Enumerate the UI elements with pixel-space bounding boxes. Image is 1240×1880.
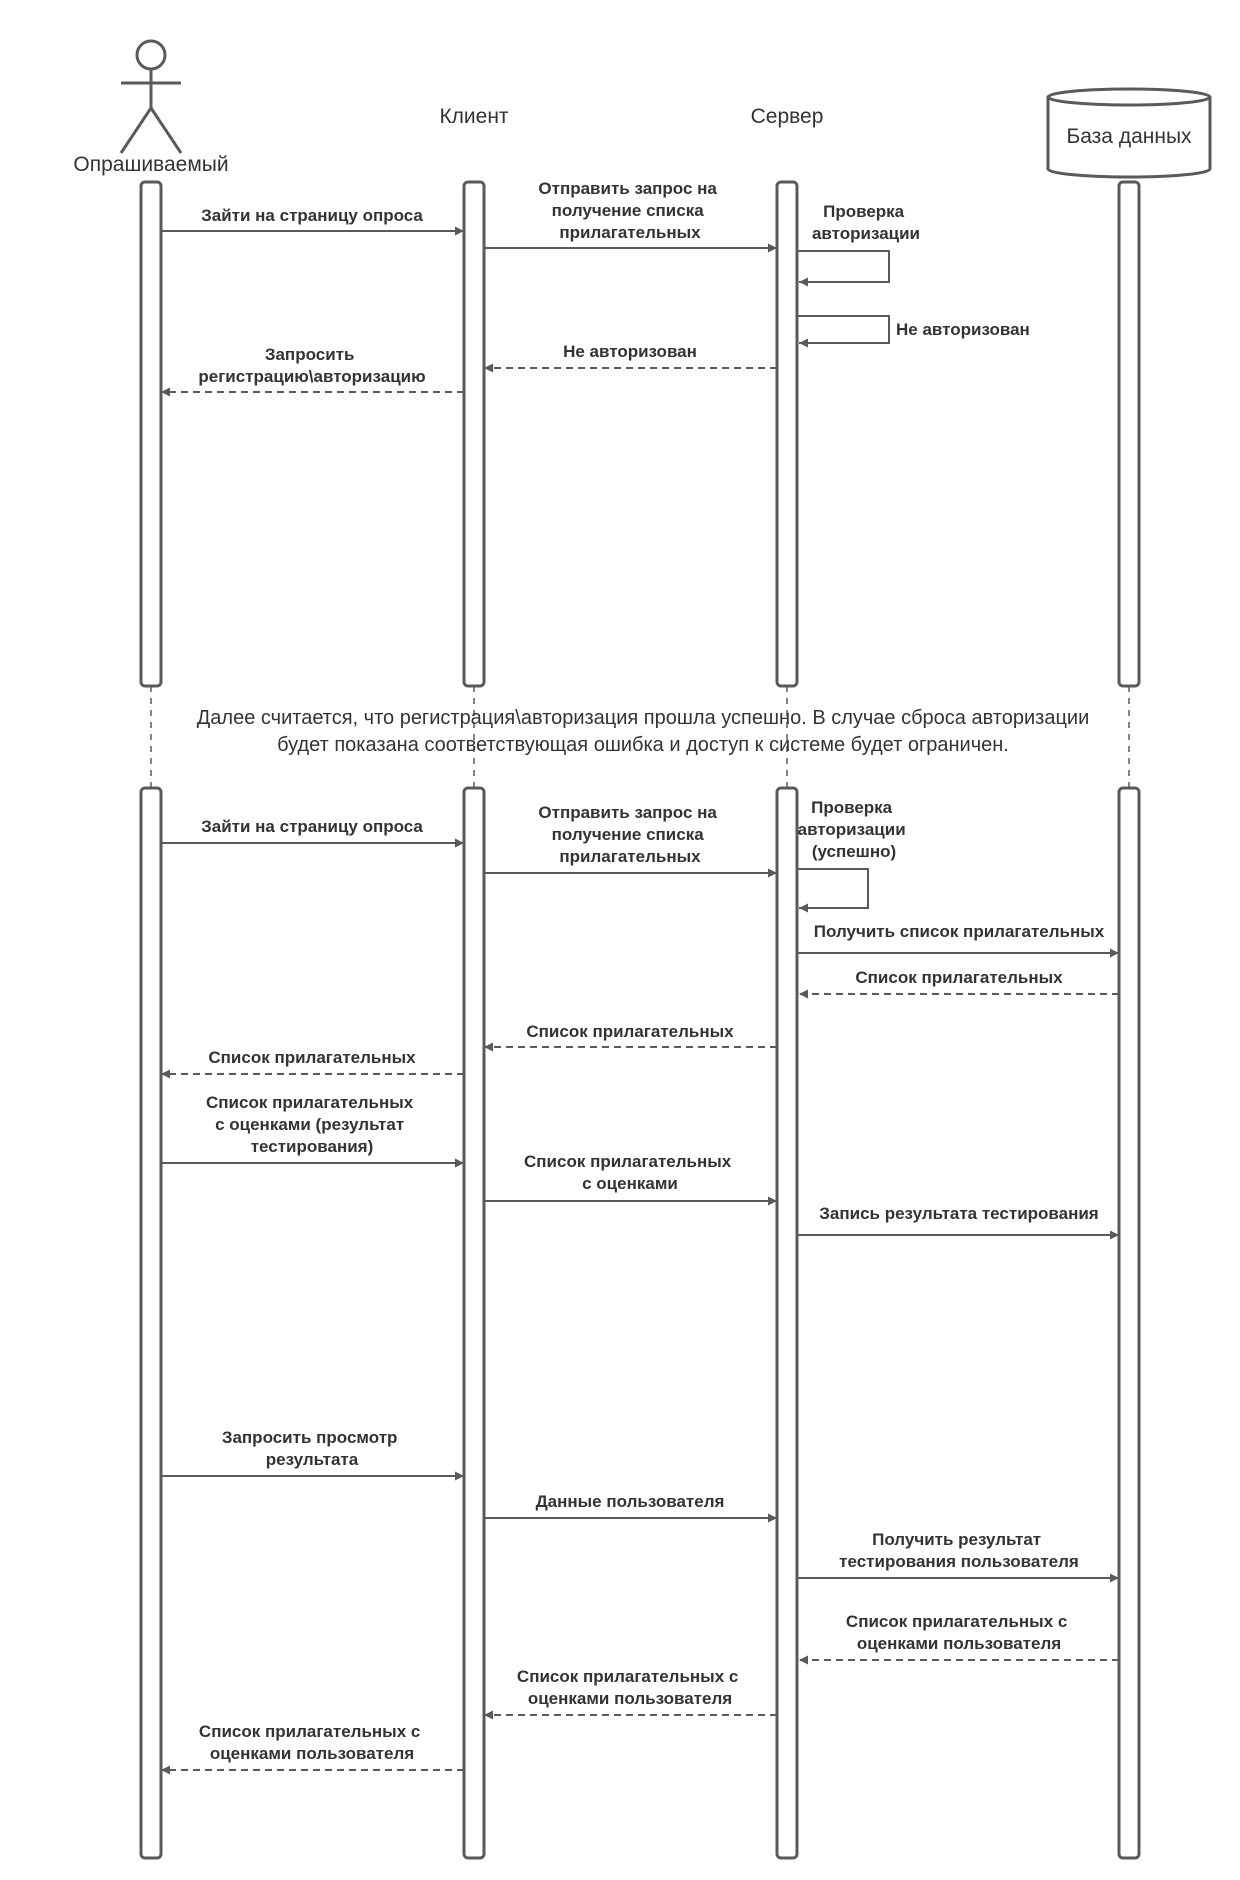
message-2-label: Проверка авторизации bbox=[812, 202, 920, 243]
message-13-label: Список прилагательных с оценками (резуль… bbox=[206, 1093, 418, 1156]
message-17-label: Данные пользователя bbox=[536, 1492, 725, 1511]
message-11: Список прилагательных bbox=[484, 1022, 777, 1052]
participant-server-label: Сервер bbox=[751, 105, 824, 128]
message-7: Отправить запрос на получение списка при… bbox=[484, 803, 777, 878]
participant-client-label: Клиент bbox=[439, 105, 508, 128]
message-3-label: Не авторизован bbox=[896, 320, 1030, 339]
activation-bar-actor-2 bbox=[139, 786, 163, 1860]
message-8: Проверка авторизации (успешно) bbox=[797, 798, 911, 913]
message-20: Список прилагательных с оценками пользов… bbox=[484, 1667, 777, 1720]
activation-bar-database-2 bbox=[1117, 786, 1141, 1860]
message-21-label: Список прилагательных с оценками пользов… bbox=[199, 1722, 425, 1763]
activation-bar-server-2 bbox=[775, 786, 799, 1860]
message-19-label: Список прилагательных с оценками пользов… bbox=[846, 1612, 1072, 1653]
message-15: Запись результата тестирования bbox=[797, 1204, 1119, 1240]
message-10: Список прилагательных bbox=[799, 968, 1119, 999]
message-9: Получить список прилагательных bbox=[797, 922, 1119, 958]
message-18-label: Получить результат тестирования пользова… bbox=[839, 1530, 1079, 1571]
participant-actor-label: Опрашиваемый bbox=[73, 153, 228, 176]
message-13: Список прилагательных с оценками (резуль… bbox=[161, 1093, 464, 1168]
message-5: Запросить регистрацию\авторизацию bbox=[161, 345, 464, 397]
activation-bar-actor-1 bbox=[139, 180, 163, 688]
message-1-label: Отправить запрос на получение списка при… bbox=[538, 179, 721, 242]
activation-bar-database-1 bbox=[1117, 180, 1141, 688]
message-0-label: Зайти на страницу опроса bbox=[201, 206, 423, 225]
activation-bar-client-2 bbox=[462, 786, 486, 1860]
message-16: Запросить просмотр результата bbox=[161, 1428, 464, 1481]
participant-database-label: База данных bbox=[1066, 125, 1192, 148]
stick-figure-actor-icon bbox=[119, 39, 183, 154]
message-11-label: Список прилагательных bbox=[526, 1022, 734, 1041]
message-3: Не авторизован bbox=[797, 315, 1030, 348]
message-14-label: Список прилагательных с оценками bbox=[524, 1152, 736, 1193]
message-7-label: Отправить запрос на получение списка при… bbox=[538, 803, 721, 866]
message-1: Отправить запрос на получение списка при… bbox=[484, 179, 777, 253]
messages-group: Зайти на страницу опроса Отправить запро… bbox=[161, 179, 1119, 1775]
message-0: Зайти на страницу опроса bbox=[161, 206, 464, 236]
activation-bar-client-1 bbox=[462, 180, 486, 688]
message-18: Получить результат тестирования пользова… bbox=[797, 1530, 1119, 1583]
message-5-label: Запросить регистрацию\авторизацию bbox=[198, 345, 425, 386]
note-line-2: будет показана соответствующая ошибка и … bbox=[277, 734, 1009, 756]
message-21: Список прилагательных с оценками пользов… bbox=[161, 1722, 464, 1775]
message-8-label: Проверка авторизации (успешно) bbox=[798, 798, 911, 861]
message-20-label: Список прилагательных с оценками пользов… bbox=[517, 1667, 743, 1708]
message-6-label: Зайти на страницу опроса bbox=[201, 817, 423, 836]
message-16-label: Запросить просмотр результата bbox=[222, 1428, 402, 1469]
message-17: Данные пользователя bbox=[484, 1492, 777, 1523]
message-4: Не авторизован bbox=[484, 342, 777, 373]
message-10-label: Список прилагательных bbox=[855, 968, 1063, 987]
note-line-1: Далее считается, что регистрация\авториз… bbox=[197, 707, 1090, 729]
message-2: Проверка авторизации bbox=[797, 202, 920, 287]
message-6: Зайти на страницу опроса bbox=[161, 817, 464, 848]
activation-bar-server-1 bbox=[775, 180, 799, 688]
message-15-label: Запись результата тестирования bbox=[819, 1204, 1098, 1223]
message-14: Список прилагательных с оценками bbox=[484, 1152, 777, 1206]
message-9-label: Получить список прилагательных bbox=[814, 922, 1105, 941]
cylinder-database-icon bbox=[1046, 87, 1212, 179]
message-12: Список прилагательных bbox=[161, 1048, 464, 1079]
message-12-label: Список прилагательных bbox=[208, 1048, 416, 1067]
message-19: Список прилагательных с оценками пользов… bbox=[799, 1612, 1119, 1665]
message-4-label: Не авторизован bbox=[563, 342, 697, 361]
